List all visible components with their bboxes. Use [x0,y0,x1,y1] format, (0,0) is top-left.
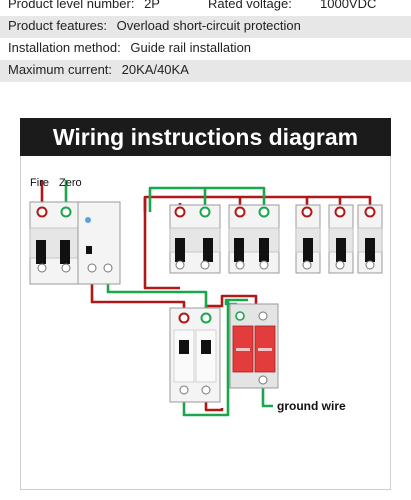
spec-row-features: Product features: Overload short-circuit… [0,16,411,38]
branch-mcb-1p-1 [295,204,321,274]
diagram-title: Wiring instructions diagram [52,124,359,150]
spec-row-installation: Installation method: Guide rail installa… [0,38,411,60]
features-value: Overload short-circuit protection [116,18,301,33]
installation-value: Guide rail installation [130,40,252,55]
branch-mcb-1p-3 [357,204,383,274]
backup-isolator [169,307,221,403]
branch-mcb-2p-2 [228,204,280,274]
leakage-module [77,201,121,285]
spec-row-product-level: Product level number: 2P Rated voltage: … [0,0,411,16]
installation-label: Installation method: [8,40,121,55]
rated-voltage-label: Rated voltage: [208,0,292,11]
max-current-value: 20KA/40KA [121,62,189,77]
diagram-title-bar: Wiring instructions diagram [20,118,391,156]
rated-voltage-value: 1000VDC [320,0,377,11]
branch-mcb-2p-1 [169,204,221,274]
ground-wire-label: ground wire [277,399,346,413]
fire-label: Fire [30,177,49,189]
main-mcb [29,201,79,285]
product-level-label: Product level number: [8,0,135,11]
spec-row-max-current: Maximum current: 20KA/40KA [0,60,411,82]
surge-protector [229,303,279,389]
product-level-value: 2P [144,0,160,11]
features-label: Product features: [8,18,107,33]
max-current-label: Maximum current: [8,62,113,77]
branch-mcb-1p-2 [328,204,354,274]
zero-label: Zero [59,177,82,189]
